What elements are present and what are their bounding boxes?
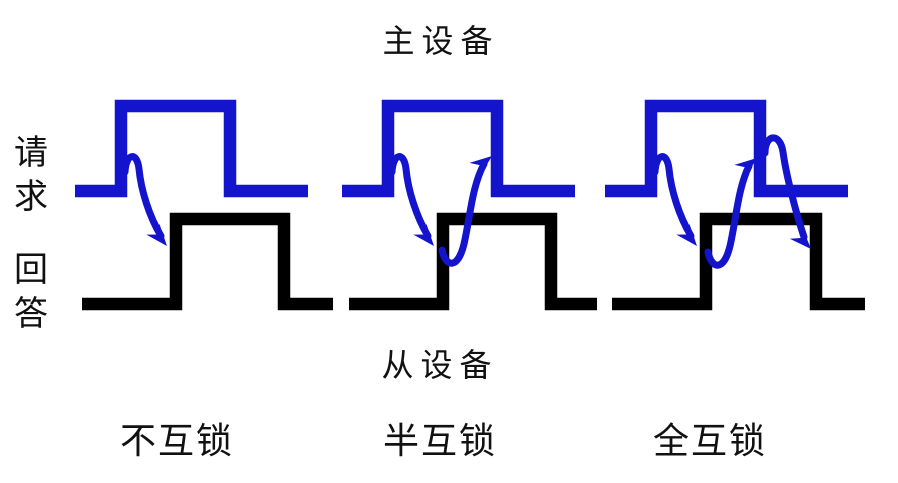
arrow-request-rise-to-answer-rise: [121, 153, 174, 252]
arrow-answer-rise-to-request-fall: [438, 149, 498, 267]
mode-group-fully-interlocked: [605, 99, 865, 311]
answer-waveform: [612, 212, 865, 311]
request-waveform: [342, 99, 575, 198]
master-device-label: 主设备: [382, 23, 500, 59]
arrow-request-rise-to-answer-rise: [651, 153, 704, 252]
answer-waveform: [82, 212, 333, 311]
arrow-answer-rise-to-request-fall: [704, 151, 763, 269]
mode-label-half-interlocked: 半互锁: [382, 421, 497, 461]
request-waveform: [605, 99, 848, 198]
request-signal-label: 请求: [14, 135, 48, 216]
mode-group-half-interlocked: [342, 99, 597, 311]
arrow-request-rise-to-answer-rise: [388, 153, 441, 252]
slave-device-label: 从设备: [381, 347, 499, 383]
arrow-request-fall-to-answer-fall: [761, 134, 818, 255]
mode-group-non-interlocked: [75, 99, 333, 311]
answer-signal-label: 回答: [14, 252, 48, 333]
answer-waveform: [349, 212, 597, 311]
mode-label-non-interlocked: 不互锁: [119, 421, 234, 461]
request-waveform: [75, 99, 308, 198]
mode-label-fully-interlocked: 全互锁: [652, 421, 767, 461]
